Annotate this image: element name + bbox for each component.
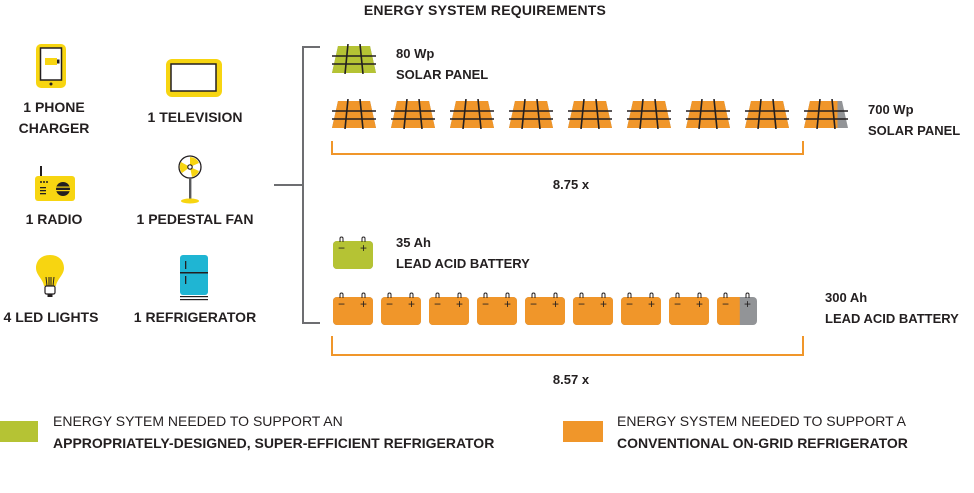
radio-icon: [33, 163, 77, 203]
pedestal-fan-icon: [170, 153, 210, 205]
solar-panel-icon: [332, 44, 376, 74]
solar-multiplier: 8.75 x: [552, 177, 590, 192]
svg-text:−: −: [338, 241, 345, 255]
battery-icon: −+: [669, 292, 709, 325]
svg-text:+: +: [360, 241, 367, 255]
battery-icon: −+: [381, 292, 421, 325]
solar-panel-icon: [627, 99, 671, 129]
svg-text:−: −: [434, 297, 441, 311]
svg-text:+: +: [600, 297, 607, 311]
solar-panel-icon: [804, 99, 848, 129]
solar-panel-row: [331, 99, 851, 129]
solar-panel-icon: [745, 99, 789, 129]
light-bulb-icon: [34, 253, 66, 301]
svg-text:+: +: [696, 297, 703, 311]
television-icon: [165, 58, 223, 98]
bracket-vertical: [302, 46, 304, 324]
solar-multiplier-bracket: [331, 141, 804, 155]
svg-text:+: +: [456, 297, 463, 311]
svg-text:−: −: [626, 297, 633, 311]
legend-swatch-conventional: [563, 421, 603, 442]
battery-row: −+−+−+−+−+−+−+−+−+: [332, 292, 812, 326]
svg-text:+: +: [552, 297, 559, 311]
diagram-title: ENERGY SYSTEM REQUIREMENTS: [363, 2, 607, 18]
battery-icon: −+: [429, 292, 469, 325]
svg-text:+: +: [408, 297, 415, 311]
svg-text:+: +: [504, 297, 511, 311]
battery-icon: −+: [477, 292, 517, 325]
svg-text:−: −: [530, 297, 537, 311]
appliance-label-radio: 1 RADIO: [25, 211, 83, 227]
battery-icon: −+: [525, 292, 565, 325]
svg-text:−: −: [482, 297, 489, 311]
phone-charger-icon: [33, 42, 73, 90]
battery-icon: −+: [333, 292, 373, 325]
svg-text:−: −: [674, 297, 681, 311]
solar-panel-icon: [450, 99, 494, 129]
svg-text:−: −: [722, 297, 729, 311]
battery-multiplier: 8.57 x: [552, 372, 590, 387]
appliance-label-pedestal-fan: 1 PEDESTAL FAN: [136, 211, 254, 227]
battery-multiplier-bracket: [331, 336, 804, 356]
solar-panel-icon: [686, 99, 730, 129]
svg-text:−: −: [578, 297, 585, 311]
appliance-label-television: 1 TELEVISION: [147, 109, 243, 125]
bracket-top-arm: [302, 46, 320, 48]
connector-line: [274, 184, 303, 186]
battery-icon: −+: [573, 292, 613, 325]
solar-panel-green: [331, 44, 377, 74]
solar-panel-icon: [332, 99, 376, 129]
battery-icon: −+: [333, 236, 373, 269]
solar-panel-icon: [568, 99, 612, 129]
svg-text:+: +: [360, 297, 367, 311]
legend-swatch-efficient: [0, 421, 38, 442]
battery-icon: −+: [621, 292, 661, 325]
battery-green: −+: [332, 236, 374, 270]
solar-panel-icon: [391, 99, 435, 129]
svg-text:−: −: [386, 297, 393, 311]
svg-text:+: +: [744, 297, 751, 311]
battery-icon: −+: [717, 292, 757, 325]
appliance-label-refrigerator: 1 REFRIGERATOR: [133, 309, 257, 325]
svg-text:−: −: [338, 297, 345, 311]
bracket-bottom-arm: [302, 322, 320, 324]
svg-text:+: +: [648, 297, 655, 311]
solar-panel-icon: [509, 99, 553, 129]
refrigerator-icon: [178, 253, 210, 301]
appliance-label-led-lights: 4 LED LIGHTS: [3, 309, 99, 325]
